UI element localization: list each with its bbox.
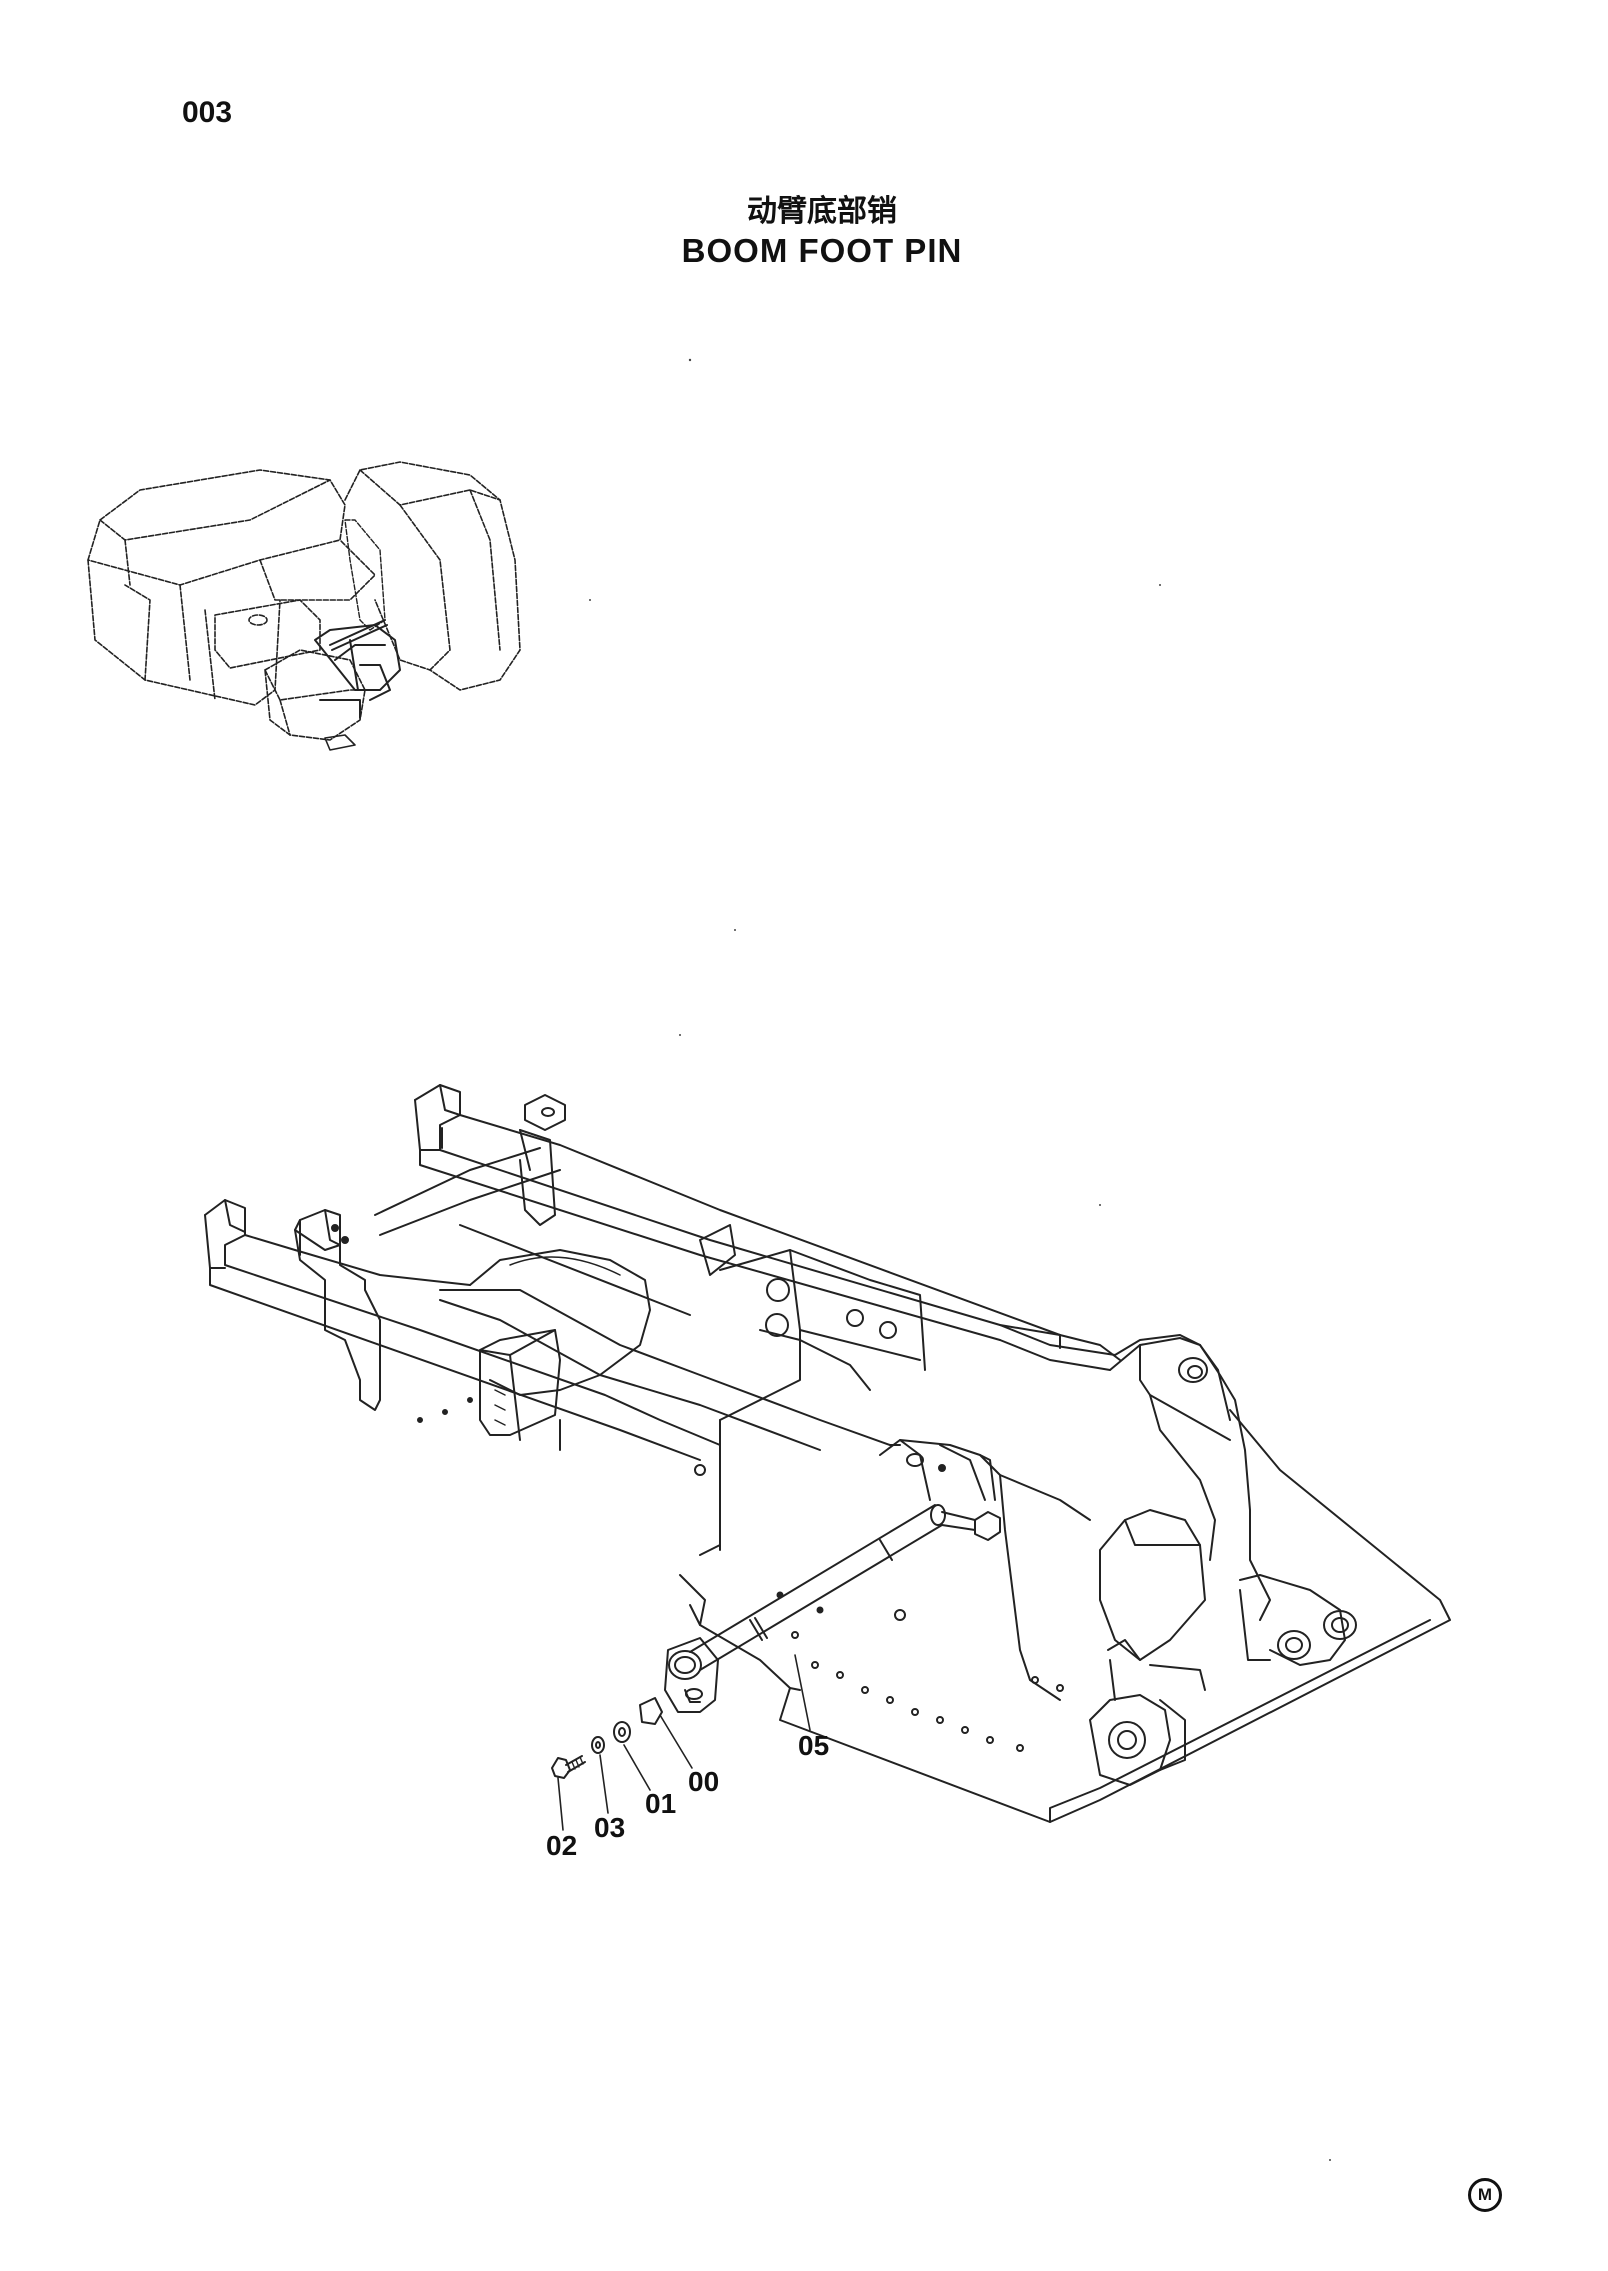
excavator-locator-view [87, 461, 521, 751]
manufacturer-mark: M [1468, 2178, 1502, 2212]
callout-03: 03 [594, 1812, 626, 1843]
boom-foot-pin-05 [664, 1504, 1001, 1713]
callout-01: 01 [645, 1788, 677, 1819]
scan-specks [589, 358, 1331, 2161]
callout-05: 05 [798, 1730, 830, 1761]
title-english: BOOM FOOT PIN [681, 232, 963, 269]
revolving-frame [204, 1084, 1451, 1823]
page-number: 003 [182, 96, 233, 129]
title-chinese: 动臂底部销 [747, 194, 897, 229]
hardware-parts [551, 1697, 663, 1779]
callout-00: 00 [688, 1766, 720, 1797]
callout-02: 02 [546, 1830, 578, 1861]
leader-lines [557, 1654, 811, 1831]
